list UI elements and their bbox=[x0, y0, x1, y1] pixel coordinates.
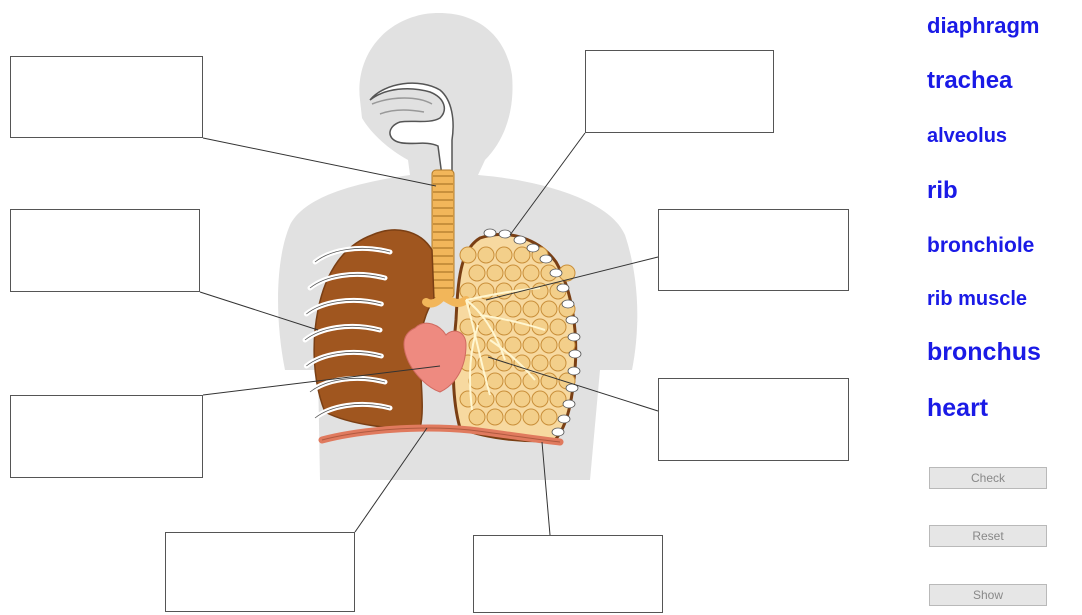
label-box-2[interactable] bbox=[585, 50, 774, 133]
alveolus bbox=[541, 337, 557, 353]
rib-bead bbox=[568, 333, 580, 341]
label-box-1[interactable] bbox=[10, 56, 203, 138]
rib-bead bbox=[558, 415, 570, 423]
rib-bead bbox=[499, 230, 511, 238]
rib-bead bbox=[557, 284, 569, 292]
rib-bead bbox=[562, 300, 574, 308]
word-rib-muscle[interactable]: rib muscle bbox=[927, 288, 1027, 311]
show-button[interactable]: Show bbox=[929, 584, 1047, 606]
rib-bead bbox=[484, 229, 496, 237]
word-bronchus[interactable]: bronchus bbox=[927, 338, 1041, 367]
rib-bead bbox=[514, 236, 526, 244]
alveolus bbox=[523, 301, 539, 317]
alveolus bbox=[487, 301, 503, 317]
rib-bead bbox=[563, 400, 575, 408]
alveolus bbox=[487, 409, 503, 425]
alveolus bbox=[541, 409, 557, 425]
word-heart[interactable]: heart bbox=[927, 394, 988, 423]
rib-bead bbox=[527, 244, 539, 252]
label-box-8[interactable] bbox=[473, 535, 663, 613]
word-bronchiole[interactable]: bronchiole bbox=[927, 234, 1034, 258]
alveolus bbox=[532, 391, 548, 407]
alveolus bbox=[505, 265, 521, 281]
reset-button[interactable]: Reset bbox=[929, 525, 1047, 547]
rib-bead bbox=[566, 316, 578, 324]
alveolus bbox=[478, 247, 494, 263]
alveolus bbox=[496, 247, 512, 263]
alveolus bbox=[460, 391, 476, 407]
trachea bbox=[432, 170, 454, 298]
word-alveolus[interactable]: alveolus bbox=[927, 125, 1007, 148]
rib-bead bbox=[550, 269, 562, 277]
word-rib[interactable]: rib bbox=[927, 177, 958, 205]
alveolus bbox=[514, 391, 530, 407]
word-trachea[interactable]: trachea bbox=[927, 67, 1012, 95]
alveolus bbox=[514, 355, 530, 371]
alveolus bbox=[469, 409, 485, 425]
word-diaphragm[interactable]: diaphragm bbox=[927, 13, 1039, 39]
alveolus bbox=[478, 391, 494, 407]
alveolus bbox=[505, 373, 521, 389]
alveolus bbox=[469, 373, 485, 389]
alveolus bbox=[505, 409, 521, 425]
rib-bead bbox=[569, 350, 581, 358]
alveolus bbox=[496, 391, 512, 407]
label-box-5[interactable] bbox=[10, 395, 203, 478]
alveolus bbox=[460, 247, 476, 263]
alveolus bbox=[523, 265, 539, 281]
rib-bead bbox=[568, 367, 580, 375]
alveolus bbox=[487, 373, 503, 389]
alveolus bbox=[505, 337, 521, 353]
label-box-4[interactable] bbox=[658, 209, 849, 291]
rib-bead bbox=[540, 255, 552, 263]
alveolus bbox=[532, 355, 548, 371]
alveolus bbox=[505, 301, 521, 317]
alveolus bbox=[550, 319, 566, 335]
rib-bead bbox=[552, 428, 564, 436]
label-box-3[interactable] bbox=[10, 209, 200, 292]
label-box-7[interactable] bbox=[165, 532, 355, 612]
alveolus bbox=[541, 301, 557, 317]
alveolus bbox=[550, 355, 566, 371]
alveolus bbox=[469, 265, 485, 281]
alveolus bbox=[523, 409, 539, 425]
check-button[interactable]: Check bbox=[929, 467, 1047, 489]
alveolus bbox=[523, 337, 539, 353]
label-box-6[interactable] bbox=[658, 378, 849, 461]
alveolus bbox=[541, 373, 557, 389]
alveolus bbox=[487, 265, 503, 281]
